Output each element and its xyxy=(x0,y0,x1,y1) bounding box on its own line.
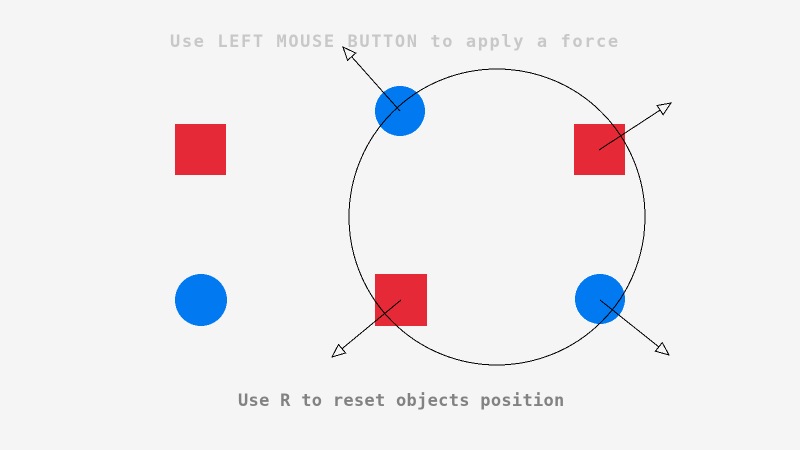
force-arrow-red-square-right-head xyxy=(656,102,673,116)
force-arrow-red-square-right-shaft xyxy=(598,108,663,151)
body-blue-circle-left[interactable] xyxy=(175,274,227,326)
body-red-square-left[interactable] xyxy=(175,124,226,175)
boundary-circle-outline xyxy=(348,68,646,366)
body-blue-circle-bottom-right[interactable] xyxy=(575,274,625,324)
force-arrow-blue-circle-bottom-right-shaft xyxy=(599,299,662,350)
instruction-reset-objects: Use R to reset objects position xyxy=(238,391,565,411)
force-arrow-red-square-bottom-center-shaft xyxy=(339,299,402,352)
force-arrow-blue-circle-bottom-right-head xyxy=(654,341,671,356)
force-arrow-red-square-bottom-center-head xyxy=(331,343,347,358)
instruction-apply-force: Use LEFT MOUSE BUTTON to apply a force xyxy=(170,32,620,52)
force-arrow-blue-circle-top-head xyxy=(342,46,357,62)
force-arrow-blue-circle-top-shaft xyxy=(349,54,401,112)
